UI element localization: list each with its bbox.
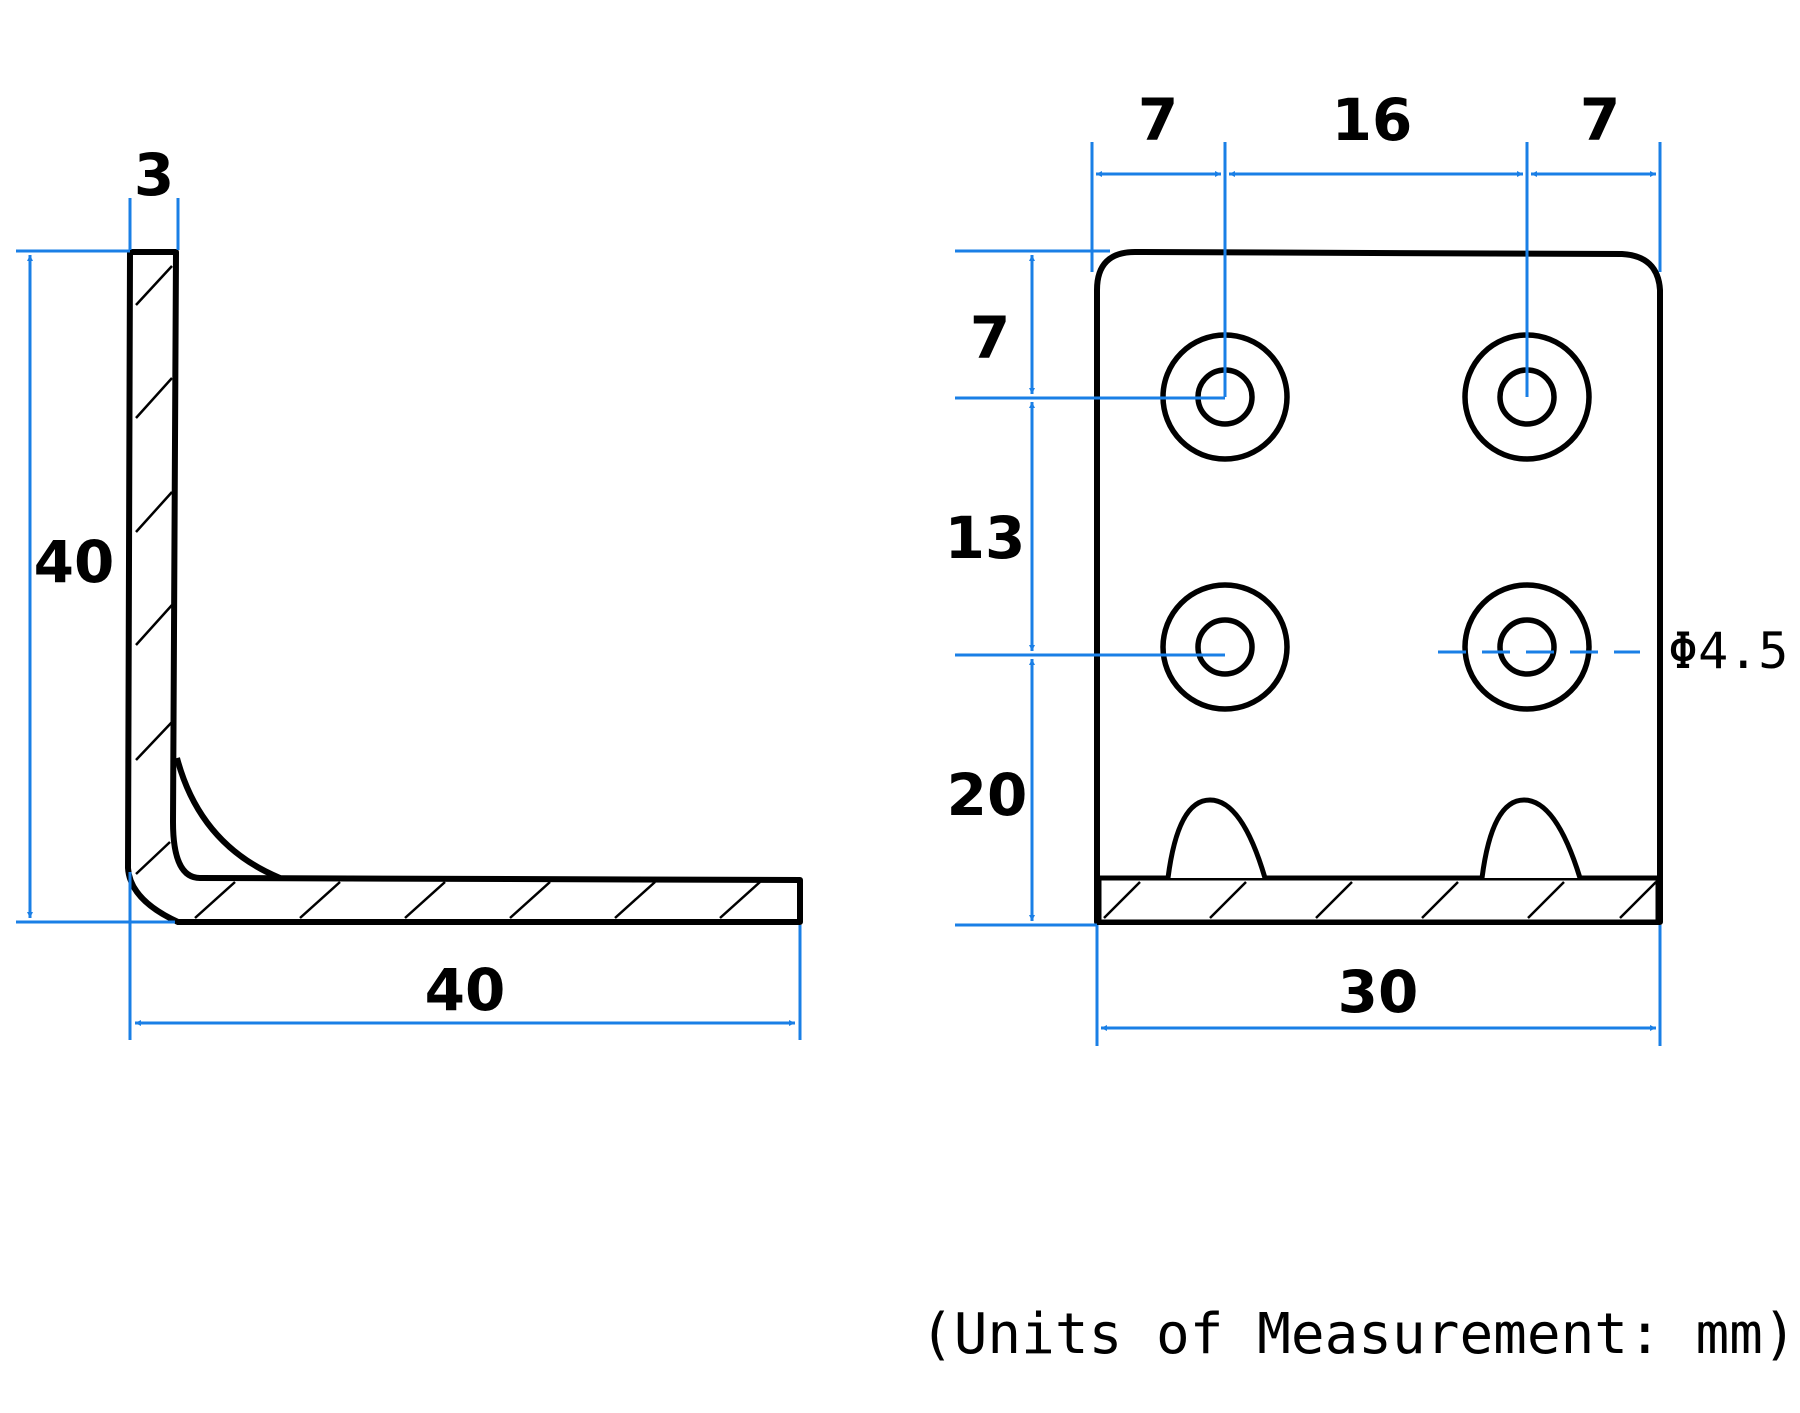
front-top-mid-label: 16	[1332, 86, 1413, 154]
front-base-strip	[1096, 875, 1661, 925]
front-left-bottom-label: 20	[947, 761, 1028, 829]
front-left-top-label: 7	[970, 304, 1010, 372]
front-left-mid-label: 13	[945, 504, 1026, 572]
front-rib-left	[1165, 797, 1268, 879]
front-base-hatching	[1103, 881, 1657, 919]
front-left-dimensions: 7 13 20	[945, 249, 1225, 927]
front-top-left-label: 7	[1138, 86, 1178, 154]
front-hole-bottom-left	[1160, 582, 1290, 712]
side-profile-outline	[125, 249, 803, 925]
side-width-label: 40	[425, 956, 506, 1024]
front-width-dimension: 30	[1095, 925, 1662, 1046]
front-top-right-label: 7	[1580, 86, 1620, 154]
side-hatching-vertical	[135, 265, 173, 875]
side-height-label: 40	[34, 528, 115, 596]
side-view: 3 40 40	[16, 141, 803, 1040]
units-note: (Units of Measurement: mm)	[920, 1302, 1797, 1367]
front-rib-right	[1479, 797, 1583, 879]
side-hatching-horizontal	[194, 881, 761, 919]
side-height-dimension: 40	[16, 249, 175, 924]
side-width-dimension: 40	[128, 872, 802, 1040]
front-hole-callout: Φ4.5	[1438, 622, 1788, 680]
side-thickness-dimension: 3	[128, 141, 180, 250]
front-hole-bottom-right	[1462, 582, 1592, 712]
front-hole-label: Φ4.5	[1668, 622, 1788, 680]
side-bend-curve	[174, 757, 282, 881]
front-width-label: 30	[1338, 958, 1419, 1026]
front-view: 7 16 7 7 13 20 Φ4.5 30	[945, 86, 1788, 1046]
side-thickness-label: 3	[134, 141, 174, 209]
front-top-dimensions: 7 16 7	[1090, 86, 1662, 397]
